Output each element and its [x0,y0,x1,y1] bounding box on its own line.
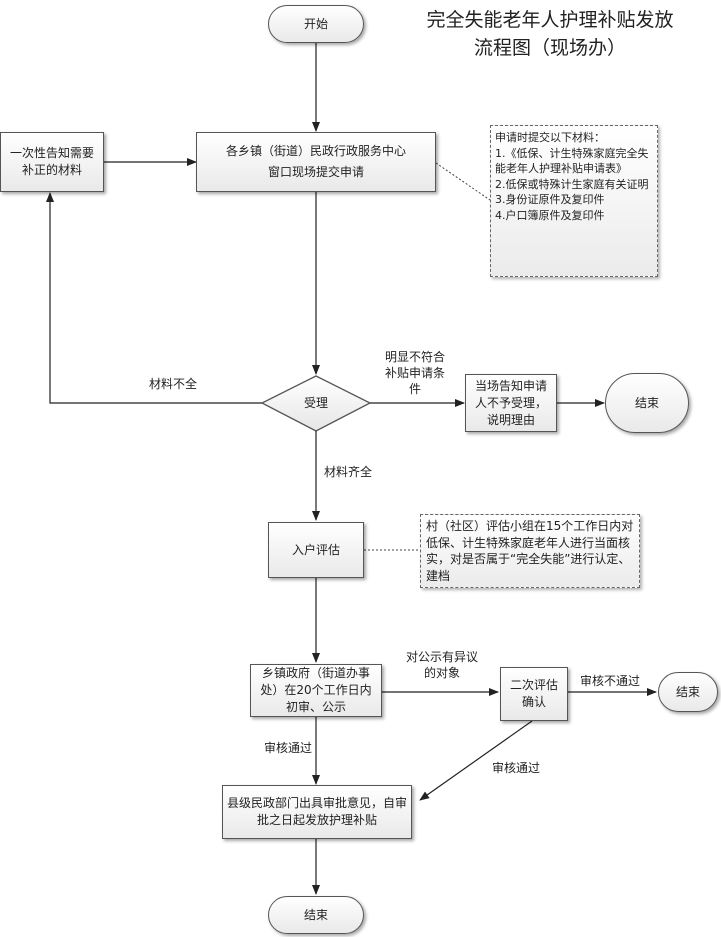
county-node: 县级民政部门出具审批意见，自审批之日起发放护理补贴 [222,785,412,839]
materials-item: 4.户口簿原件及复印件 [495,208,605,222]
accept-label: 受理 [303,396,328,410]
label-objection: 对公示有异议的对象 [405,650,478,680]
township-node: 乡镇政府（街道办事处）在20个工作日内初审、公示 [250,664,382,717]
label-pass-left: 审核通过 [263,741,312,755]
apply-node: 各乡镇（街道）民政行政服务中心 窗口现场提交申请 [196,132,436,192]
start-node: 开始 [268,5,364,43]
visit-node: 入户评估 [268,522,364,578]
arrow-accept-to-notify [46,192,262,404]
materials-item: 1.《低保、计生特殊家庭完全失能老年人护理补贴申请表》 [495,146,649,176]
title-line-2: 流程图（现场办） [473,37,626,59]
materials-note: 申请时提交以下材料： 1.《低保、计生特殊家庭完全失能老年人护理补贴申请表》 2… [490,125,658,277]
end-node-1: 结束 [605,373,689,433]
county-label: 县级民政部门出具审批意见，自审批之日起发放护理补贴 [227,796,408,827]
materials-item: 3.身份证原件及复印件 [495,193,605,206]
start-label: 开始 [303,16,328,31]
end-label-1: 结束 [634,395,659,410]
notify-label: 一次性告知需要补正的材料 [9,146,94,177]
reject-label: 当场告知申请人不予受理，说明理由 [474,378,547,427]
arrow-second-to-county [419,720,533,801]
label-not-eligible: 明显不符合补贴申请条件 [384,350,445,396]
label-incomplete: 材料不全 [148,377,197,391]
materials-heading: 申请时提交以下材料： [495,131,605,144]
diagram-title: 完全失能老年人护理补贴发放 流程图（现场办） [400,6,700,62]
township-label: 乡镇政府（街道办事处）在20个工作日内初审、公示 [260,666,372,714]
connector-apply-to-note [435,162,491,201]
assessment-text: 村（社区）评估小组在15个工作日内对低保、计生特殊家庭老年人进行当面核实，对是否… [426,519,634,583]
apply-label-line-1: 各乡镇（街道）民政行政服务中心 [225,144,406,158]
apply-label-line-2: 窗口现场提交申请 [267,165,364,179]
end-label-3: 结束 [303,907,328,922]
second-assessment-node: 二次评估确认 [500,667,568,721]
second-assessment-label: 二次评估确认 [509,678,558,709]
visit-label: 入户评估 [291,542,340,557]
materials-item: 2.低保或特殊计生家庭有关证明 [495,177,649,191]
end-node-2: 结束 [658,672,718,712]
assessment-note: 村（社区）评估小组在15个工作日内对低保、计生特殊家庭老年人进行当面核实，对是否… [420,514,640,588]
title-line-1: 完全失能老年人护理补贴发放 [426,9,674,31]
label-fail: 审核不通过 [579,674,640,688]
accept-node: 受理 [262,376,370,431]
label-complete: 材料齐全 [324,465,373,479]
notify-node: 一次性告知需要补正的材料 [0,132,104,192]
end-node-3: 结束 [268,896,364,934]
label-pass-right: 审核通过 [491,761,540,775]
reject-node: 当场告知申请人不予受理，说明理由 [465,374,557,432]
end-label-2: 结束 [675,684,700,699]
